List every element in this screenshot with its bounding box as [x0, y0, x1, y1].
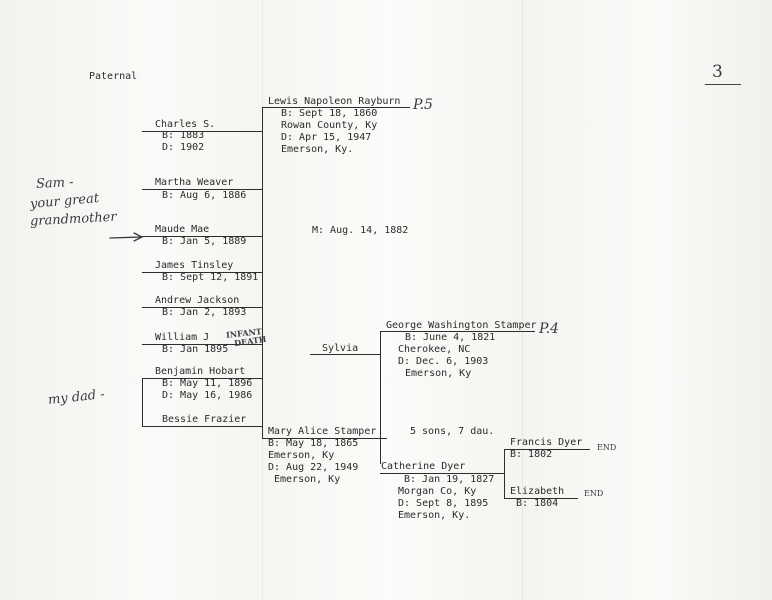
section-heading: Paternal: [89, 71, 138, 82]
marriage-date: M: Aug. 14, 1882: [312, 225, 409, 236]
child-birth: B: 1883: [162, 130, 205, 141]
great-grandmother-end-note: END: [584, 489, 604, 498]
mother-death-place: Emerson, Ky: [274, 474, 341, 485]
child-line: [142, 307, 263, 308]
page-number-underline: [705, 84, 741, 85]
spouse-name: Bessie Frazier: [162, 414, 247, 425]
great-grandmother-name: Elizabeth: [510, 486, 565, 497]
mother-birth: B: May 18, 1865: [268, 438, 359, 449]
sibling-name: Sylvia: [322, 343, 359, 354]
child-line: [142, 344, 263, 345]
grandfather-death-place: Emerson, Ky: [405, 368, 472, 379]
child-line: [142, 189, 263, 190]
paper-fold: [522, 0, 523, 600]
mother-birth-place: Emerson, Ky: [268, 450, 335, 461]
child-name: Benjamin Hobart: [155, 366, 246, 377]
grandmother-line: [380, 473, 504, 474]
great-grandmother-birth: B: 1804: [516, 498, 559, 509]
child-birth: B: Jan 1895: [162, 344, 229, 355]
grandmother-birth-place: Morgan Co, Ky: [398, 486, 477, 497]
father-death-place: Emerson, Ky.: [281, 144, 354, 155]
child-birth: B: Jan 5, 1889: [162, 236, 247, 247]
grandmother-death: D: Sept 8, 1895: [398, 498, 489, 509]
children-count: 5 sons, 7 dau.: [410, 426, 495, 437]
mother-death: D: Aug 22, 1949: [268, 462, 359, 473]
father-page-ref: P.5: [413, 97, 433, 113]
great-grandfather-line: [504, 449, 590, 450]
spouse-bracket: [142, 378, 143, 426]
father-line: [262, 107, 410, 108]
grandfather-death: D: Dec. 6, 1903: [398, 356, 489, 367]
great-grandmother-line: [504, 498, 578, 499]
mother-line: [262, 438, 387, 439]
father-birth: B: Sept 18, 1860: [281, 108, 378, 119]
grandfather-birth-place: Cherokee, NC: [398, 344, 471, 355]
father-name: Lewis Napoleon Rayburn: [268, 96, 401, 107]
spouse-line: [142, 426, 263, 427]
child-birth: B: Jan 2, 1893: [162, 307, 247, 318]
child-death: D: May 16, 1986: [162, 390, 253, 401]
arrow-right-icon: [109, 232, 144, 242]
grandmother-death-place: Emerson, Ky.: [398, 510, 471, 521]
father-death: D: Apr 15, 1947: [281, 132, 372, 143]
child-death: D: 1902: [162, 142, 205, 153]
great-grandfather-birth: B: 1802: [510, 449, 553, 460]
page-number: 3: [712, 62, 723, 82]
child-line: [142, 272, 263, 273]
grandfather-page-ref: P.4: [539, 321, 559, 337]
grandfather-line: [380, 331, 535, 332]
child-name: James Tinsley: [155, 260, 234, 271]
father-birth-place: Rowan County, Ky: [281, 120, 378, 131]
child-name: Martha Weaver: [155, 177, 234, 188]
child-line: [142, 236, 263, 237]
child-birth: B: May 11, 1896: [162, 378, 253, 389]
grandmother-birth: B: Jan 19, 1827: [404, 474, 495, 485]
sibling-line: [310, 354, 380, 355]
child-name: Charles S.: [155, 119, 216, 130]
child-line: [142, 131, 263, 132]
grandfather-name: George Washington Stamper: [386, 320, 537, 331]
child-name: William J: [155, 332, 210, 343]
child-birth: B: Sept 12, 1891: [162, 272, 259, 283]
great-grandparent-connector: [504, 449, 505, 498]
child-name: Maude Mae: [155, 224, 210, 235]
mother-name: Mary Alice Stamper: [268, 426, 377, 437]
grandparent-connector: [380, 331, 381, 464]
great-grandfather-end-note: END: [597, 443, 617, 452]
great-grandfather-name: Francis Dyer: [510, 437, 583, 448]
child-name: Andrew Jackson: [155, 295, 240, 306]
grandmother-name: Catherine Dyer: [381, 461, 466, 472]
family-connector: [262, 107, 263, 438]
child-birth: B: Aug 6, 1886: [162, 190, 247, 201]
child-line: [142, 378, 263, 379]
grandfather-birth: B: June 4, 1821: [405, 332, 496, 343]
